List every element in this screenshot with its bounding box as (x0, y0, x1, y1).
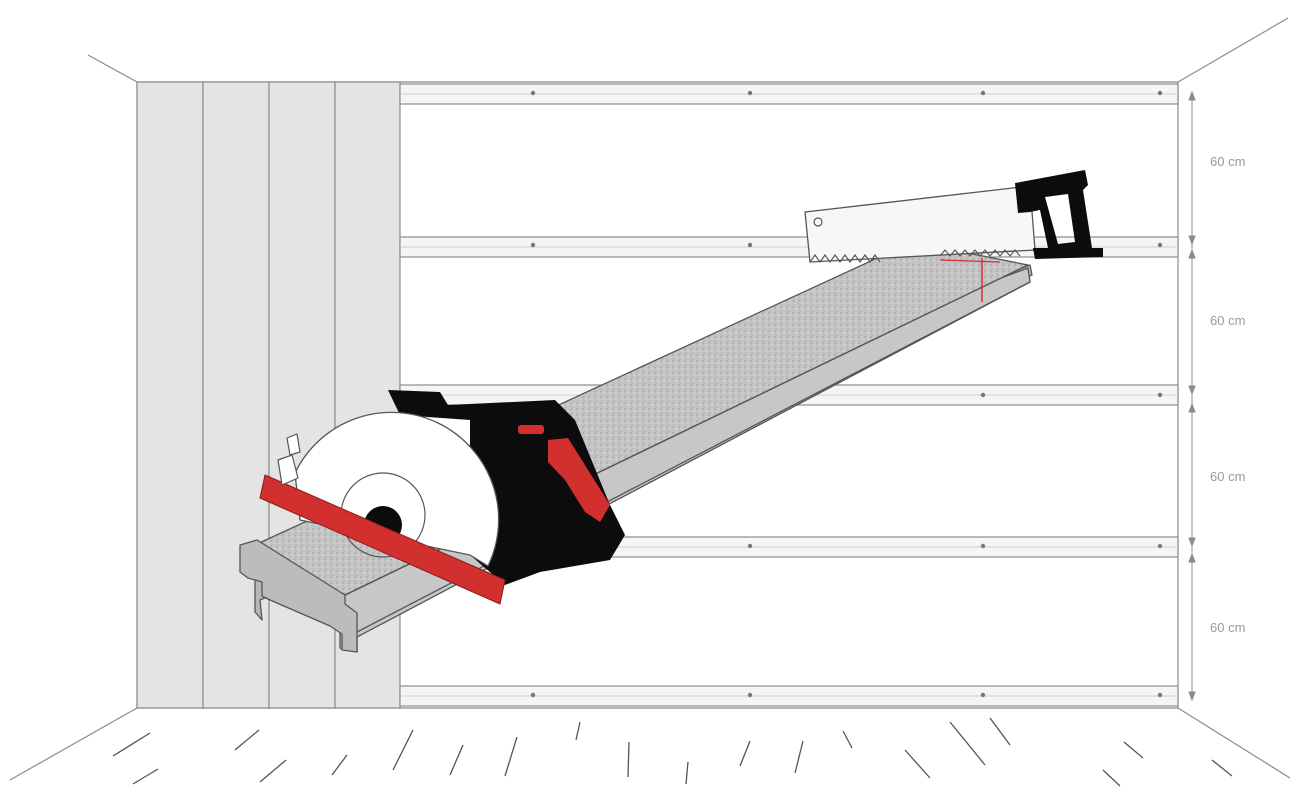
dimension-label-2: 60 cm (1210, 313, 1245, 328)
circular-saw-icon (259, 390, 625, 605)
dimension-label-1: 60 cm (1210, 154, 1245, 169)
floor-hatching (112, 717, 1233, 787)
dimension-label-4: 60 cm (1210, 620, 1245, 635)
dimension-label-3: 60 cm (1210, 469, 1245, 484)
dimension-line (1188, 90, 1196, 702)
hand-saw-icon (804, 170, 1103, 263)
